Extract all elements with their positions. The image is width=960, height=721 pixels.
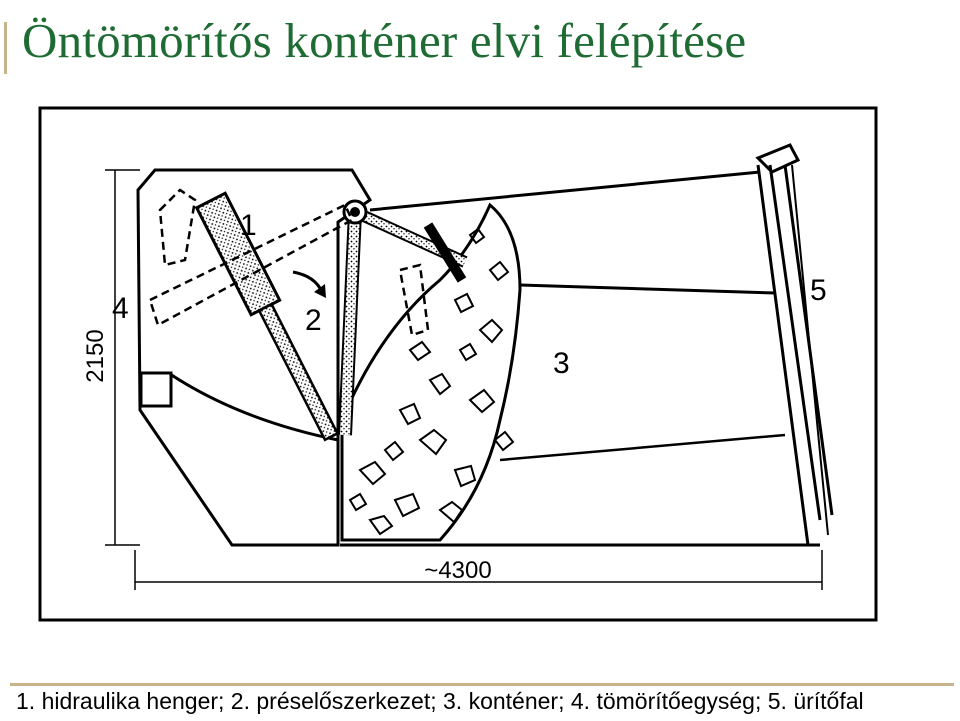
label-part-2: 2 xyxy=(305,304,322,337)
motion-arrow-head xyxy=(314,284,326,298)
ejection-wall-line-2 xyxy=(768,164,822,521)
housing-block xyxy=(139,371,173,408)
ejection-wall-line-4 xyxy=(791,164,829,536)
label-length-dimension: ~4300 xyxy=(424,557,491,584)
legend-caption: 1. hidraulika henger; 2. préselőszerkeze… xyxy=(16,688,864,714)
housing-curve xyxy=(169,372,339,442)
container-lower-edge xyxy=(499,433,786,462)
label-part-1: 1 xyxy=(240,209,257,242)
title-accent-bar xyxy=(4,22,7,74)
label-part-5: 5 xyxy=(810,274,827,307)
press-plate xyxy=(423,222,467,283)
ejection-wall-line-1 xyxy=(756,164,810,546)
container-mid-edge xyxy=(519,283,776,295)
container-top-edge xyxy=(369,170,761,212)
slide-title: Öntömörítős konténer elvi felépítése xyxy=(22,13,747,68)
pivot-center xyxy=(350,207,360,217)
hydraulic-cylinder xyxy=(194,191,340,442)
press-arm xyxy=(340,211,360,436)
label-part-3: 3 xyxy=(553,347,570,380)
label-part-4: 4 xyxy=(112,292,129,325)
dashed-positions xyxy=(148,188,430,337)
diagram-frame xyxy=(38,106,878,622)
motion-arrow xyxy=(292,270,324,293)
caption-rule xyxy=(10,683,954,686)
label-height-dimension: 2150 xyxy=(82,329,109,382)
ejection-wall-cap xyxy=(755,143,801,174)
waste-mass xyxy=(340,202,522,542)
waste-texture xyxy=(348,227,515,536)
